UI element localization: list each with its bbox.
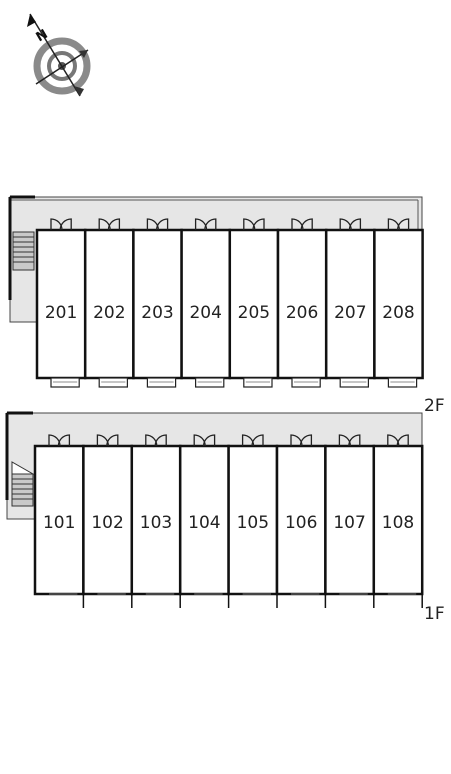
door-icon [387,434,409,447]
unit-104: 104 [178,434,230,608]
unit-201: 201 [35,218,87,388]
door-icon [290,434,313,447]
unit-number-label: 205 [238,303,270,323]
unit-105: 105 [227,434,279,608]
staircase-1f [11,461,35,507]
door-icon [194,218,217,231]
balcony [291,377,321,388]
door-icon [48,434,71,447]
floor-label-2f: 2F [424,396,445,416]
unit-204: 204 [180,218,232,388]
balcony [243,377,273,388]
door-icon [145,434,167,447]
floor-1f-plan: 101 102 103 104 105 106 107 108 1F [5,411,445,624]
unit-number-label: 208 [382,303,414,323]
balcony [146,377,177,388]
unit-wall [372,444,424,596]
unit-102: 102 [82,434,134,608]
door-icon [96,434,119,447]
unit-wall [178,444,230,596]
unit-wall [82,444,134,596]
unit-wall [33,444,85,596]
unit-202: 202 [83,218,135,388]
unit-103: 103 [130,434,182,608]
door-icon [241,434,264,447]
north-arrow-compass-icon: N [27,13,91,97]
floor-2f-plan: 201 202 203 204 205 206 207 208 2F [8,195,445,416]
unit-wall [130,444,182,596]
door-icon [387,218,410,231]
unit-205: 205 [228,218,280,388]
unit-number-label: 101 [43,513,75,533]
unit-number-label: 201 [45,303,77,323]
unit-number-label: 104 [188,513,220,533]
unit-wall [276,228,328,380]
door-icon [338,434,361,447]
staircase-2f [12,231,35,271]
door-icon [193,434,216,447]
unit-wall [180,228,232,380]
unit-number-label: 108 [382,513,414,533]
door-icon [339,218,362,231]
unit-wall [373,228,424,380]
door-icon [98,218,121,231]
unit-number-label: 105 [237,513,269,533]
unit-wall [227,444,279,596]
door-icon [243,218,265,231]
unit-number-label: 204 [189,303,221,323]
unit-108: 108 [372,434,424,608]
unit-number-label: 103 [140,513,172,533]
door-icon [50,218,72,231]
unit-208: 208 [373,218,424,388]
balcony [98,377,128,388]
unit-206: 206 [276,218,328,388]
unit-number-label: 203 [141,303,173,323]
balcony [387,377,418,388]
floor-label-1f: 1F [424,604,445,624]
balcony [195,377,225,388]
unit-number-label: 206 [286,303,318,323]
balcony [339,377,370,388]
unit-number-label: 107 [333,513,365,533]
unit-203: 203 [132,218,183,388]
unit-101: 101 [33,434,85,608]
balcony [50,377,80,388]
unit-207: 207 [324,218,376,388]
door-icon [146,218,169,231]
unit-107: 107 [324,434,376,608]
door-icon [291,218,313,231]
unit-number-label: 102 [91,513,123,533]
unit-number-label: 106 [285,513,317,533]
unit-number-label: 202 [93,303,125,323]
unit-number-label: 207 [334,303,366,323]
unit-106: 106 [275,434,327,608]
